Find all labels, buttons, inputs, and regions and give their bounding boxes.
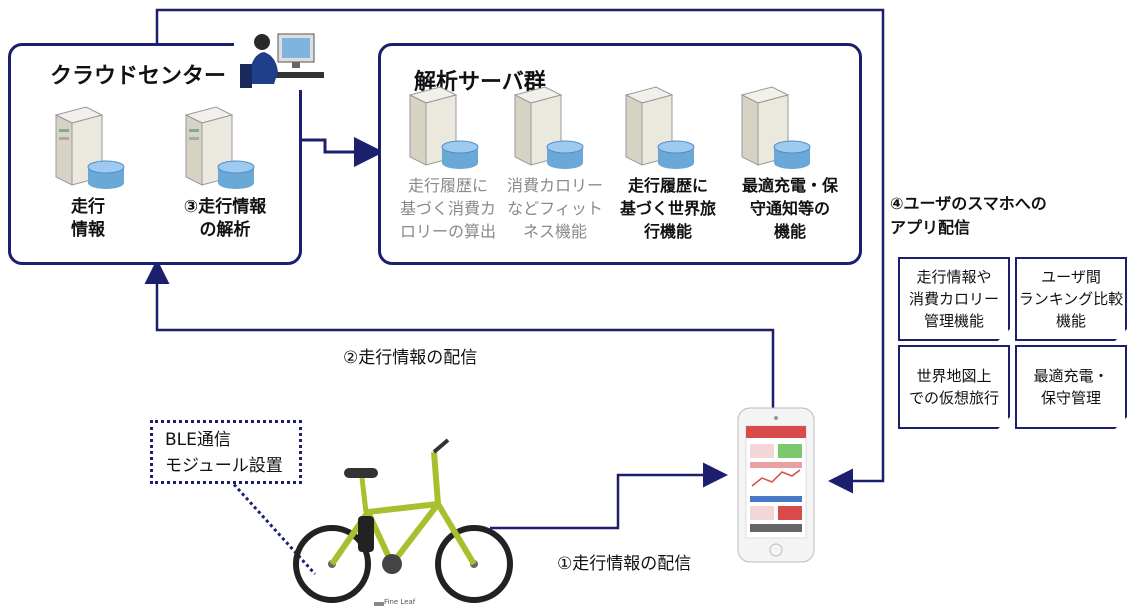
feature-note-4-text: 最適充電・ 保守管理 [1033, 367, 1109, 407]
bicycle-brand-label: Fine Leaf [384, 598, 416, 606]
analysis-server-2-label: 消費カロリー などフィット ネス機能 [506, 176, 603, 241]
feature-note-3-text: 世界地図上 での仮想旅行 [908, 367, 999, 407]
analysis-server-4-label: 最適充電・保 守通知等の 機能 [741, 176, 838, 241]
feature-note-3: 世界地図上 での仮想旅行 [898, 345, 1010, 429]
info-to-phone-label: ①走行情報の配信 [557, 554, 692, 574]
cloud-server-1-icon [54, 106, 125, 189]
analysis-server-3-icon [624, 86, 695, 169]
cloud-server-2-icon [184, 106, 255, 189]
cloud-server-1-label: 走行 情報 [71, 197, 105, 240]
app-delivery-label: ④ユーザのスマホへの アプリ配信 [890, 194, 1047, 237]
smartphone-icon [737, 407, 815, 563]
feature-note-2-text: ユーザ間 ランキング比較 機能 [1018, 268, 1124, 330]
info-to-cloud-label: ②走行情報の配信 [343, 348, 478, 368]
operator-icon [234, 26, 326, 90]
info-to-cloud-line [144, 259, 775, 408]
analysis-server-1-icon [408, 86, 479, 169]
info-to-phone-line [490, 462, 728, 530]
app-delivery-line [155, 8, 885, 494]
ble-module-label: BLE通信 モジュール設置 [150, 420, 302, 484]
feature-note-1-text: 走行情報や 消費カロリー 管理機能 [908, 268, 999, 330]
analysis-server-4-icon [740, 86, 811, 169]
ble-module-text: BLE通信 モジュール設置 [165, 430, 283, 476]
analysis-server-1-label: 走行履歴に 基づく消費カ ロリーの算出 [399, 176, 496, 241]
feature-note-1: 走行情報や 消費カロリー 管理機能 [898, 257, 1010, 341]
cloud-server-2-label: ③走行情報 の解析 [183, 197, 267, 240]
feature-note-4: 最適充電・ 保守管理 [1015, 345, 1127, 429]
feature-note-2: ユーザ間 ランキング比較 機能 [1015, 257, 1127, 341]
analysis-server-3-label: 走行履歴に 基づく世界旅 行機能 [619, 176, 716, 241]
bicycle-icon [293, 438, 513, 606]
cloud-center-title: クラウドセンター [50, 64, 227, 89]
analysis-server-2-icon [513, 86, 584, 169]
